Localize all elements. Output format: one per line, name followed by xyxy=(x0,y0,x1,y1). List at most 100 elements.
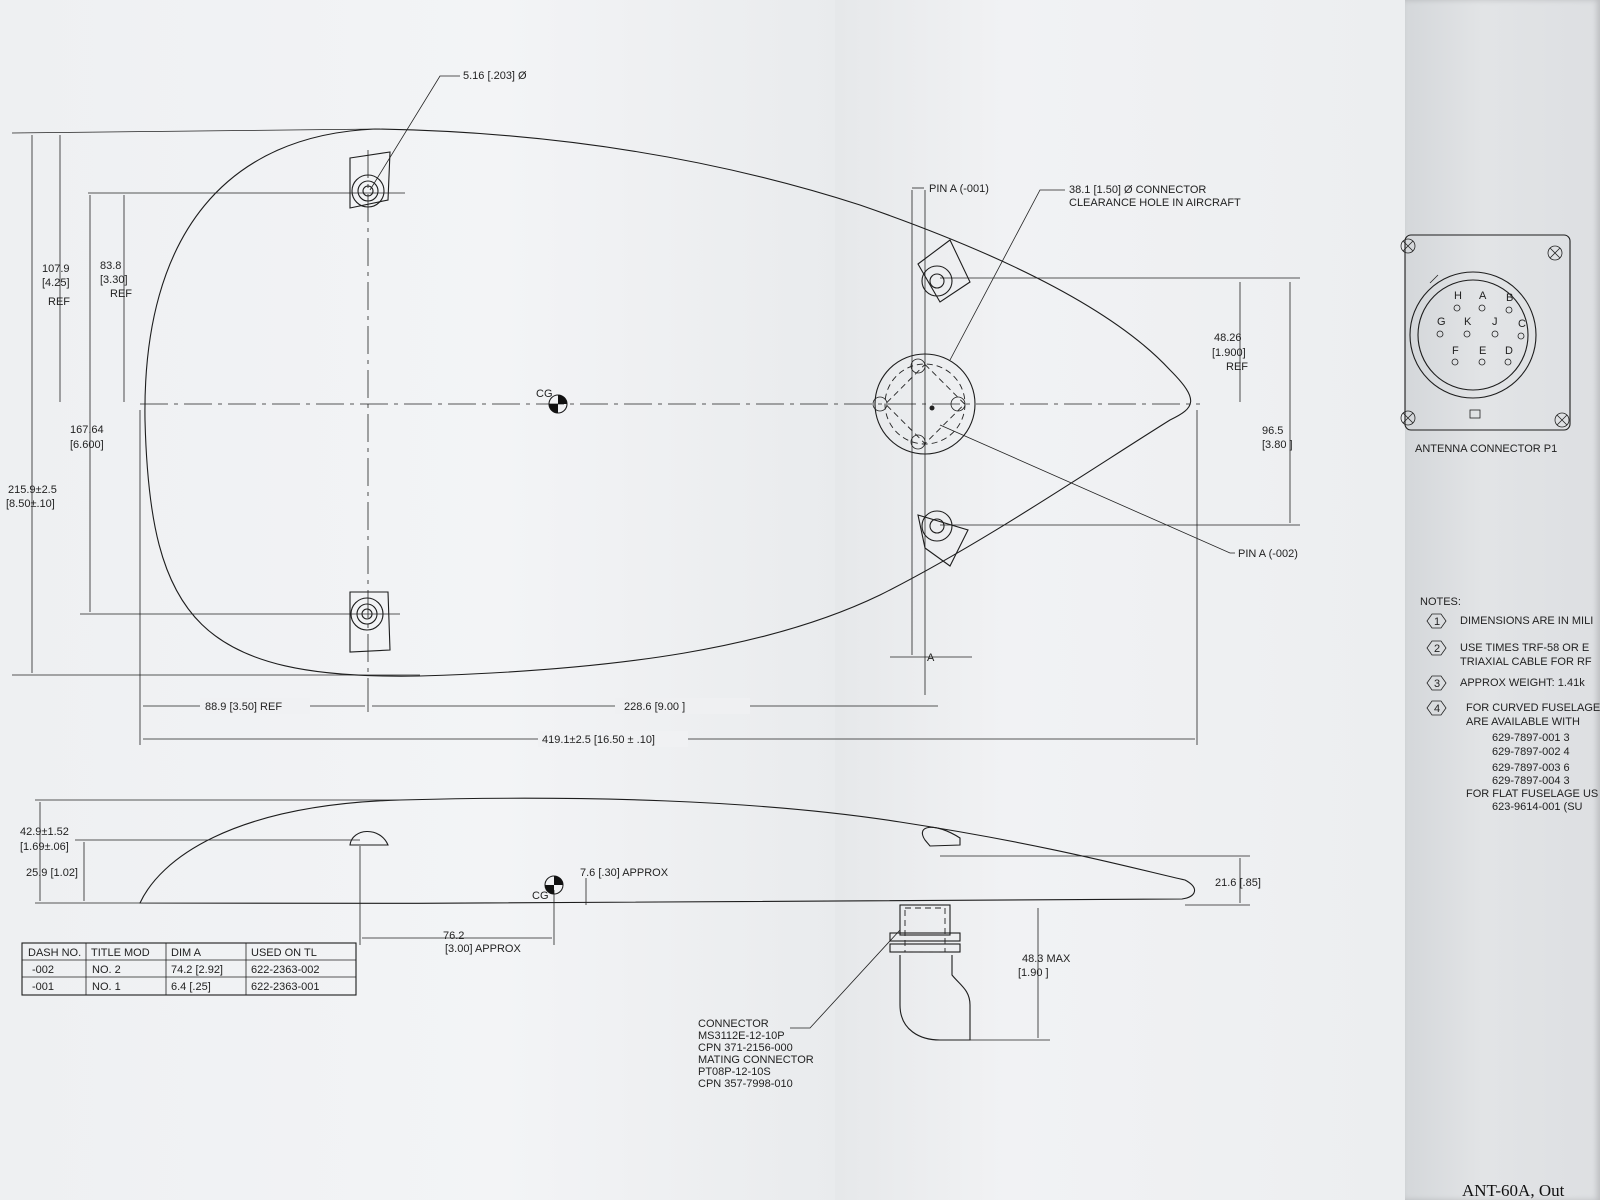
side-view: 42.9±1.52 [1.69±.06] 25.9 [1.02] 7.6 [.3… xyxy=(20,797,1261,1041)
corner-screw-icon xyxy=(1400,238,1416,254)
dim-215-9-in: [8.50±.10] xyxy=(6,498,55,510)
connector-note-line: CPN 357-7998-010 xyxy=(698,1078,793,1090)
dim-215-9: 215.9±2.5 xyxy=(8,484,57,496)
pin-label: D xyxy=(1505,345,1513,357)
paper-sheet-right xyxy=(1405,0,1600,1200)
dash-table: DASH NO. TITLE MOD DIM A USED ON TL -002… xyxy=(21,942,357,996)
connector-note-line: CPN 371-2156-000 xyxy=(698,1042,793,1054)
table-cell: 6.4 [.25] xyxy=(171,981,211,993)
ref-label-3: REF xyxy=(1226,361,1248,373)
paper-sheet-middle xyxy=(835,0,1405,1200)
dim-167-64-in: [6.600] xyxy=(70,439,104,451)
mounting-hole-top-right xyxy=(917,239,971,303)
notes-title: NOTES: xyxy=(1420,596,1461,608)
cg-symbol-top xyxy=(548,394,568,414)
note-line: 623-9614-001 (SU xyxy=(1492,801,1583,813)
table-cell: 622-2363-001 xyxy=(251,981,320,993)
dim-107-9-in: [4.25] xyxy=(42,277,70,289)
dim-419-1: 419.1±2.5 [16.50 ± .10] xyxy=(542,734,655,746)
mounting-hole-bottom-right xyxy=(917,510,969,567)
cg-label-top: CG xyxy=(536,388,553,400)
note-line: USE TIMES TRF-58 OR E xyxy=(1460,642,1589,654)
connector-hole-label-1: 38.1 [1.50] Ø CONNECTOR xyxy=(1069,184,1206,196)
ref-label-2: REF xyxy=(110,288,132,300)
connector-clearance-hole xyxy=(872,353,976,455)
dim-167-64: 167.64 xyxy=(70,424,104,436)
dim-a: A xyxy=(927,652,935,664)
table-header: DASH NO. xyxy=(28,947,81,959)
table-cell: 622-2363-002 xyxy=(251,964,320,976)
svg-text:3: 3 xyxy=(1434,678,1440,690)
dim-107-9: 107.9 xyxy=(42,263,70,275)
dim-48-3: 48.3 MAX xyxy=(1022,953,1071,965)
pin-label: G xyxy=(1437,316,1446,328)
pin-label: H xyxy=(1454,290,1462,302)
note-line: TRIAXIAL CABLE FOR RF xyxy=(1460,656,1592,668)
table-cell: -001 xyxy=(32,981,54,993)
pin-label: F xyxy=(1452,345,1459,357)
dim-419-mask xyxy=(538,731,688,747)
table-cell: -002 xyxy=(32,964,54,976)
mounting-hole-bottom-left xyxy=(349,591,391,653)
table-header: DIM A xyxy=(171,947,202,959)
cg-label-side: CG xyxy=(532,890,549,902)
pin-a-001-label: PIN A (-001) xyxy=(929,183,989,195)
dim-228-6: 228.6 [9.00 ] xyxy=(624,701,685,713)
pin-label: B xyxy=(1506,292,1513,304)
dim-7-6: 7.6 [.30] APPROX xyxy=(580,867,669,879)
connector-note: CONNECTOR MS3112E-12-10P CPN 371-2156-00… xyxy=(698,1018,814,1090)
dim-21-6: 21.6 [.85] xyxy=(1215,877,1261,889)
connector-pins: H A B G K J C F E D xyxy=(1436,290,1526,366)
pin-label: C xyxy=(1518,318,1526,330)
table-header: USED ON TL xyxy=(251,947,317,959)
dim-88-9: 88.9 [3.50] REF xyxy=(205,701,282,713)
note-line: APPROX WEIGHT: 1.41k xyxy=(1460,677,1585,689)
connector-hole-label-2: CLEARANCE HOLE IN AIRCRAFT xyxy=(1069,197,1241,209)
pin-a-002-leader xyxy=(939,424,1235,554)
table-cell: 74.2 [2.92] xyxy=(171,964,223,976)
pin-a-002-label: PIN A (-002) xyxy=(1238,548,1298,560)
svg-text:1: 1 xyxy=(1434,616,1440,628)
dim-42-9-in: [1.69±.06] xyxy=(20,841,69,853)
notes-block: NOTES: 1 DIMENSIONS ARE IN MILI 2 USE TI… xyxy=(1420,596,1600,813)
dim-88-mask xyxy=(200,698,310,714)
dim-48-26: 48.26 xyxy=(1214,332,1242,344)
pin-label: K xyxy=(1464,316,1472,328)
antenna-outline-side xyxy=(139,797,1195,904)
dim-83-8-in: [3.30] xyxy=(100,274,128,286)
top-view: CG 5.16 [.203] Ø PIN A (-001) 38.1 [1.50… xyxy=(6,70,1300,747)
antenna-connector-p1: H A B G K J C F E D ANTEN xyxy=(1400,234,1571,455)
side-hole-left xyxy=(349,831,389,846)
dim-228-mask xyxy=(615,698,750,714)
dim-76-2: 76.2 xyxy=(443,930,464,942)
dim-42-9: 42.9±1.52 xyxy=(20,826,69,838)
corner-screw-icon xyxy=(1547,245,1563,261)
table-cell: NO. 2 xyxy=(92,964,121,976)
corner-screw-icon xyxy=(1554,412,1570,428)
connector-note-line: CONNECTOR xyxy=(698,1018,769,1030)
note-line: ARE AVAILABLE WITH xyxy=(1466,716,1580,728)
svg-text:2: 2 xyxy=(1434,643,1440,655)
note-line: FOR FLAT FUSELAGE US xyxy=(1466,788,1598,800)
dim-83-8: 83.8 xyxy=(100,260,121,272)
mounting-hole-top-left xyxy=(349,151,391,209)
connector-elbow xyxy=(889,904,971,1041)
note-number-icon: 3 xyxy=(1426,675,1447,691)
corner-screw-icon xyxy=(1400,410,1416,426)
note-number-icon: 4 xyxy=(1426,700,1447,716)
hole-callout-leader xyxy=(369,75,460,191)
part-number: 629-7897-003 6 xyxy=(1492,762,1570,774)
dim-96-5-in: [3.80 ] xyxy=(1262,439,1293,451)
dim-96-5: 96.5 xyxy=(1262,425,1283,437)
pin-label: A xyxy=(1479,290,1487,302)
dim-25-9: 25.9 [1.02] xyxy=(26,867,78,879)
note-line: DIMENSIONS ARE IN MILI xyxy=(1460,615,1593,627)
connector-note-line: MS3112E-12-10P xyxy=(698,1030,785,1042)
pin-label: J xyxy=(1492,316,1498,328)
cg-symbol-side xyxy=(544,875,564,895)
note-line: FOR CURVED FUSELAGE xyxy=(1466,702,1600,714)
connector-hole-leader xyxy=(949,189,1065,361)
side-hole-right xyxy=(921,826,961,847)
